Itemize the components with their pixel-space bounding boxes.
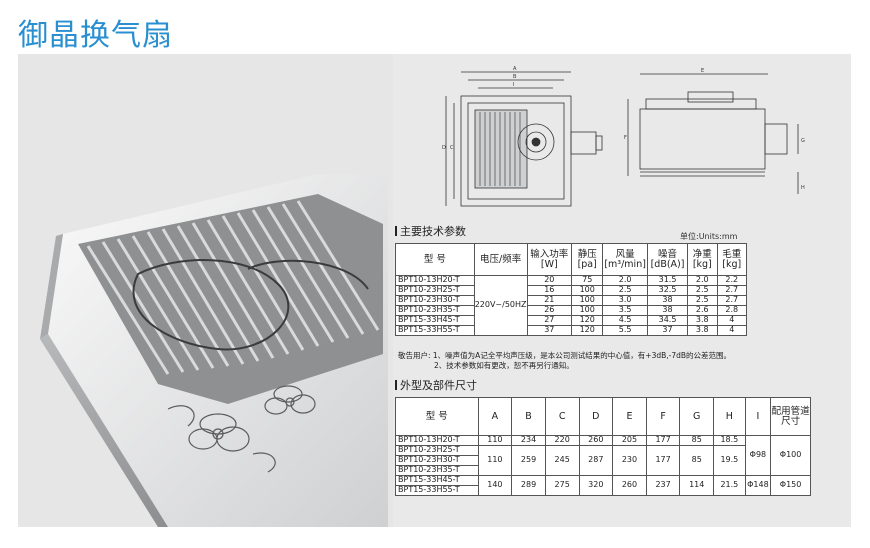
header-gross: 毛重[kg] xyxy=(716,243,748,276)
header-pressure: 静压[pa] xyxy=(571,243,604,276)
dim-label-d: D xyxy=(442,145,446,151)
dim-section-title: 外型及部件尺寸 xyxy=(395,377,477,393)
header-voltage: 电压/频率 xyxy=(473,243,528,276)
header-model: 型 号 xyxy=(395,243,475,276)
spec-section-title: 主要技术参数 xyxy=(395,223,466,239)
voltage-cell: 220V~/50HZ xyxy=(473,275,528,336)
dim-label-b: B xyxy=(513,74,517,80)
header-power: 输入功率[W] xyxy=(526,243,573,276)
dim-label-a: A xyxy=(513,66,517,72)
table-row: BPT10-23H30-T 21 100 3.0 38 2.5 2.7 xyxy=(395,295,748,306)
table-row: BPT10-23H35-T 26 100 3.5 38 2.6 2.8 xyxy=(395,305,748,316)
table-row: BPT10-23H25-T 16 100 2.5 32.5 2.5 2.7 xyxy=(395,285,748,296)
header-airflow: 风量[m³/min] xyxy=(602,243,648,276)
dim-label-c: C xyxy=(450,145,454,151)
dim-label-g: G xyxy=(801,138,805,144)
page-title: 御晶换气扇 xyxy=(18,18,173,53)
table-row: BPT15-33H45-T 27 120 4.5 34.5 3.8 4 xyxy=(395,315,748,326)
header-noise: 噪音[dB(A)] xyxy=(646,243,689,276)
notes: 敬告用户: 1、噪声值为A记全平均声压级，是本公司测试结果的中心值，有+3dB,… xyxy=(398,351,731,371)
fan-panel-photo xyxy=(18,54,393,527)
table-row: BPT10-23H25-T 110 259 245 287 230 177 85… xyxy=(395,445,811,476)
table-row: BPT10-13H20-T 220V~/50HZ 20 75 2.0 31.5 … xyxy=(395,275,748,336)
table-row: BPT10-13H20-T 110 234 220 260 205 177 85… xyxy=(395,435,811,476)
spec-table: 型 号 电压/频率 输入功率[W] 静压[pa] 风量[m³/min] 噪音[d… xyxy=(395,243,748,336)
unit-label: 单位:Units:mm xyxy=(680,232,738,241)
note-2: 2、技术参数如有更改，恕不再另行通知。 xyxy=(434,361,574,370)
header-net: 净重[kg] xyxy=(687,243,718,276)
dim-label-h: H xyxy=(801,185,805,191)
table-row: BPT15-33H45-T 140 289 275 320 260 237 11… xyxy=(395,475,811,496)
dim-label-e: E xyxy=(701,68,704,74)
dim-label-f: F xyxy=(624,135,627,141)
note-1: 敬告用户: 1、噪声值为A记全平均声压级，是本公司测试结果的中心值，有+3dB,… xyxy=(398,351,732,360)
dimension-drawings: A B I D C E F G H xyxy=(442,66,805,207)
table-row: BPT15-33H55-T xyxy=(395,485,811,496)
table-row: BPT15-33H55-T 37 120 5.5 37 3.8 4 xyxy=(395,325,748,336)
dimension-table: 型 号 A B C D E F G H I 配用管道尺寸 BPT10-13H20… xyxy=(395,397,811,496)
dim-label-i: I xyxy=(513,82,514,88)
